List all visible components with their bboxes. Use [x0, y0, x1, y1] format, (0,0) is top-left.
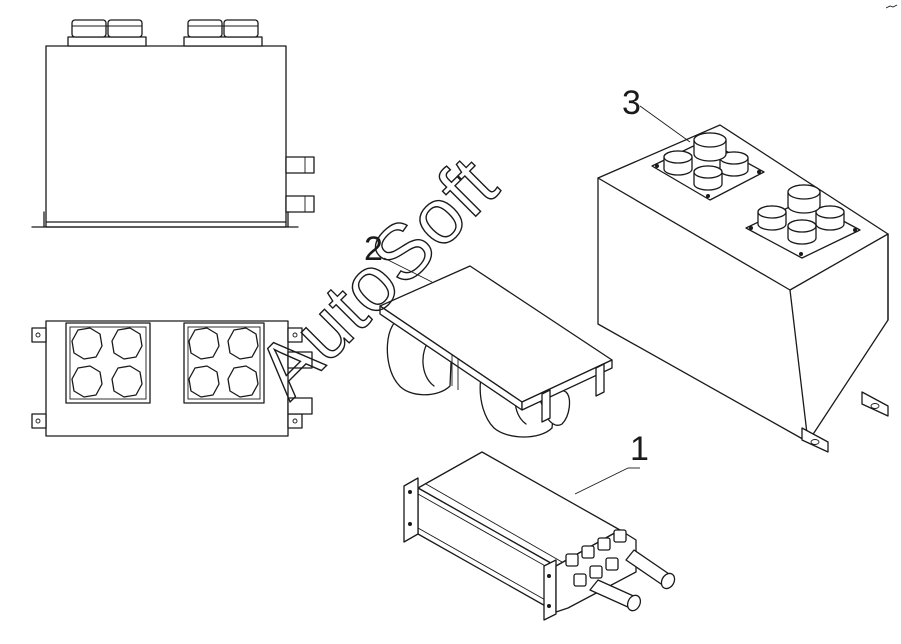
core-pipe-2 [625, 549, 676, 590]
callout-1-label: 1 [630, 430, 649, 468]
callout-2: 2 [364, 230, 433, 283]
side-pipe-upper [285, 156, 315, 174]
blower-assembly [379, 265, 613, 438]
callout-3-label: 3 [622, 84, 641, 122]
corner-mark [885, 4, 898, 9]
top-outlet-group-left [67, 19, 147, 47]
top-outlet-group-right [183, 19, 263, 47]
callout-1: 1 [574, 430, 649, 495]
outlet-plate-left [65, 322, 151, 404]
outlet-plate-right [183, 322, 265, 404]
core-pipe-1 [589, 579, 642, 612]
callout-2-label: 2 [364, 230, 383, 268]
heat-exchanger-core [403, 451, 676, 621]
side-pipe-lower [285, 195, 315, 213]
callout-3: 3 [622, 84, 691, 143]
heater-housing-isometric [597, 124, 889, 453]
top-plan-view [31, 320, 313, 437]
housing-outlet-plate-1 [651, 132, 765, 201]
housing-outlet-plate-2 [745, 184, 861, 259]
front-elevation-view [31, 19, 315, 228]
